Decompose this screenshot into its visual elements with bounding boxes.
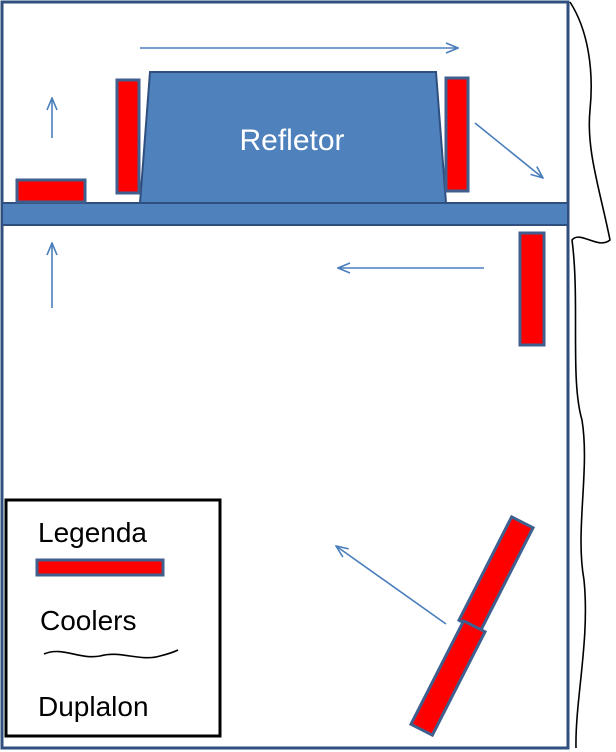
legend-duplalon-label: Duplalon	[38, 691, 149, 722]
legend-box	[4, 498, 222, 738]
cooler-bottom-upper	[456, 514, 536, 634]
legend-title: Legenda	[38, 517, 147, 548]
cooler-reflector-left	[115, 78, 141, 195]
legend-coolers-label: Coolers	[40, 605, 136, 636]
cooler-right-wall	[518, 231, 546, 347]
enclosure-outline	[0, 0, 570, 750]
legend: Legenda Coolers Duplalon	[4, 498, 222, 738]
cooler-reflector-right	[444, 76, 470, 193]
airflow-arrow-diagonal	[336, 546, 447, 625]
reflector	[138, 71, 448, 204]
airflow-arrow-top-right	[474, 122, 543, 178]
reflector-label: Refletor	[239, 124, 344, 157]
duplalon-curtain	[569, 1, 611, 749]
legend-duplalon-swatch	[43, 649, 179, 659]
cooler-left-flat	[15, 178, 87, 204]
legend-cooler-swatch	[35, 558, 165, 577]
cooler-bottom-lower	[408, 618, 488, 738]
shelf	[1, 202, 569, 226]
